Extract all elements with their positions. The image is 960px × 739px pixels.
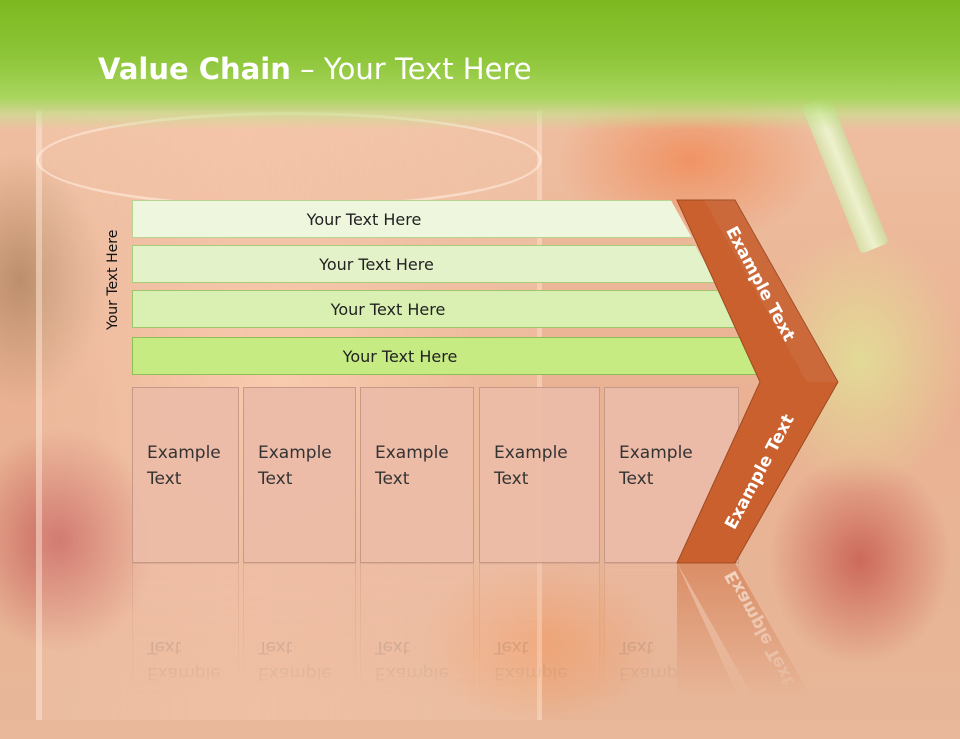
- column-line-1: Example: [619, 443, 693, 463]
- column-line-2: Text: [375, 469, 410, 489]
- support-row-3: Your Text Here: [132, 290, 740, 328]
- primary-column-4: Example Text: [479, 387, 600, 563]
- primary-column-2: Example Text: [243, 387, 356, 563]
- primary-column-1: Example Text: [132, 387, 239, 563]
- title-rest: – Your Text Here: [290, 52, 532, 86]
- primary-column-3: Example Text: [360, 387, 474, 563]
- row-label: Your Text Here: [330, 299, 446, 319]
- row-label: Your Text Here: [319, 254, 434, 274]
- support-row-1: Your Text Here: [132, 200, 692, 238]
- column-line-1: Example: [494, 443, 568, 463]
- row-label: Your Text Here: [342, 346, 458, 366]
- support-row-2: Your Text Here: [132, 245, 717, 283]
- side-label: Your Text Here: [105, 229, 121, 330]
- column-line-2: Text: [494, 469, 529, 489]
- title-bold: Value Chain: [98, 52, 291, 86]
- header-bar: [0, 0, 960, 130]
- column-line-2: Text: [147, 469, 182, 489]
- support-row-4: Your Text Here: [132, 337, 764, 375]
- column-line-2: Text: [619, 469, 654, 489]
- row-label: Your Text Here: [306, 209, 422, 229]
- column-line-1: Example: [258, 443, 332, 463]
- slide-title: Value Chain – Your Text Here: [98, 52, 532, 86]
- primary-column-5: Example Text: [604, 387, 739, 563]
- column-line-2: Text: [258, 469, 293, 489]
- column-line-1: Example: [375, 443, 449, 463]
- column-line-1: Example: [147, 443, 221, 463]
